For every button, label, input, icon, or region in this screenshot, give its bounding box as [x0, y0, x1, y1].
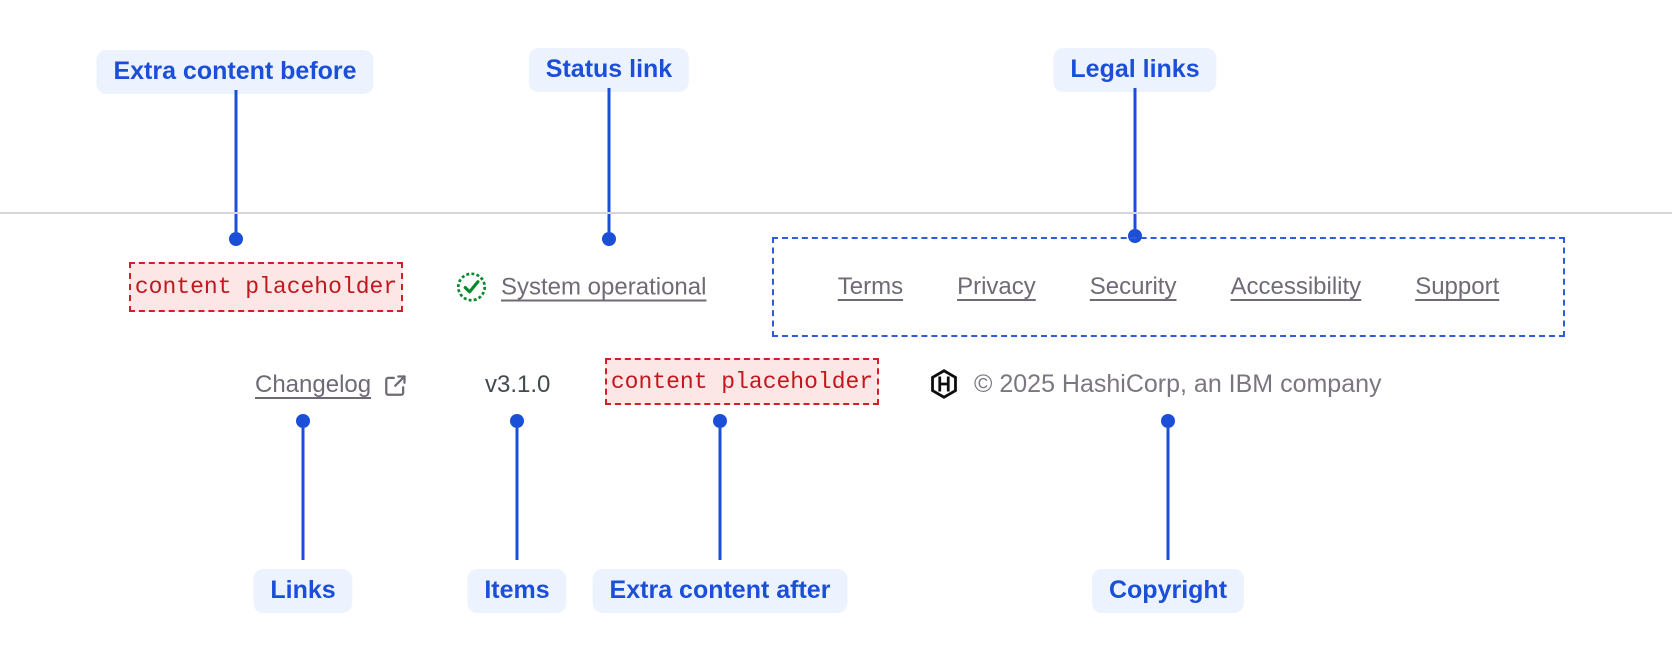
- callout-extra-content-after: Extra content after: [592, 569, 848, 613]
- extra-content-before-slot: content placeholder: [129, 262, 403, 312]
- connector-line: [1133, 88, 1137, 229]
- check-circle-icon: [456, 272, 487, 302]
- legal-link-accessibility[interactable]: Accessibility: [1230, 273, 1362, 300]
- connector-line: [234, 90, 238, 232]
- legal-link-support[interactable]: Support: [1415, 273, 1500, 300]
- callout-legal-links: Legal links: [1053, 48, 1217, 92]
- connector-dot: [1161, 414, 1175, 428]
- legal-link-terms[interactable]: Terms: [837, 273, 904, 300]
- copyright: © 2025 HashiCorp, an IBM company: [930, 369, 1382, 399]
- footer-top-divider: [0, 212, 1672, 214]
- changelog-link-label: Changelog: [255, 371, 372, 398]
- hashicorp-logo: [931, 369, 957, 399]
- connector-line: [718, 428, 722, 560]
- connector-dot: [296, 414, 310, 428]
- status-link[interactable]: System operational: [455, 271, 706, 304]
- legal-links-region: Terms Privacy Security Accessibility Sup…: [772, 237, 1565, 337]
- callout-links: Links: [253, 569, 353, 613]
- connector-line: [301, 428, 305, 560]
- legal-link-privacy[interactable]: Privacy: [957, 273, 1036, 300]
- extra-content-after-slot: content placeholder: [605, 358, 879, 405]
- external-link-icon: [385, 374, 406, 396]
- connector-dot: [229, 232, 243, 246]
- version-item: v3.1.0: [485, 371, 550, 399]
- callout-copyright: Copyright: [1091, 569, 1245, 613]
- changelog-link[interactable]: Changelog: [255, 371, 409, 399]
- connector-line: [1166, 428, 1170, 560]
- connector-dot: [510, 414, 524, 428]
- connector-dot: [1128, 229, 1142, 243]
- callout-extra-content-before: Extra content before: [96, 50, 374, 94]
- connector-line: [515, 428, 519, 560]
- callout-status-link: Status link: [528, 48, 690, 92]
- connector-line: [607, 88, 611, 232]
- callout-items: Items: [467, 569, 567, 613]
- version-label: v3.1.0: [485, 371, 551, 398]
- connector-dot: [602, 232, 616, 246]
- connector-dot: [713, 414, 727, 428]
- legal-link-security[interactable]: Security: [1089, 273, 1177, 300]
- status-link-label: System operational: [501, 273, 707, 300]
- copyright-text: © 2025 HashiCorp, an IBM company: [974, 369, 1382, 398]
